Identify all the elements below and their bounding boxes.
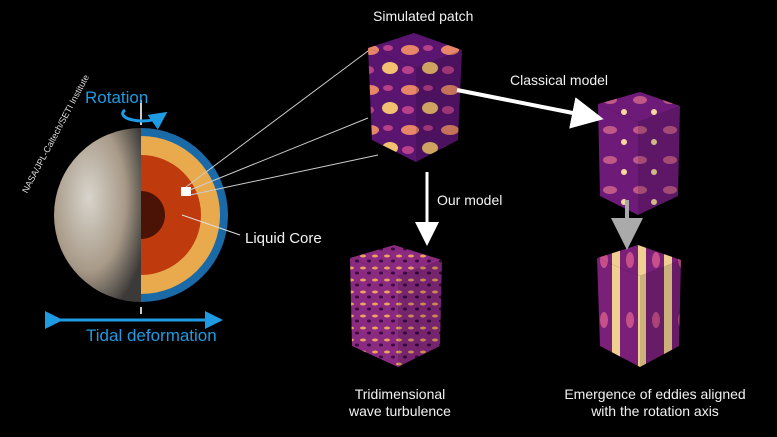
cube-our-model — [350, 245, 442, 367]
classical-model-arrow-icon — [456, 88, 604, 129]
europa-surface-half — [54, 128, 141, 302]
turbulence-caption-line2: wave turbulence — [349, 403, 451, 419]
turbulence-caption-line1: Tridimensional — [354, 386, 446, 402]
liquid-core-label: Liquid Core — [245, 230, 322, 247]
our-model-label: Our model — [437, 192, 503, 208]
classical-model-label: Classical model — [510, 72, 609, 88]
zoom-lines — [185, 47, 379, 196]
liquid-core-pointer — [181, 214, 241, 236]
rotation-label: Rotation — [85, 88, 149, 107]
rotation-arrow-icon — [121, 108, 168, 130]
cube-simulated-patch — [368, 33, 462, 162]
eddies-caption-line1: Emergence of eddies aligned — [564, 386, 746, 402]
eddies-caption-line2: with the rotation axis — [591, 403, 719, 419]
liquid-core-layer — [141, 155, 201, 275]
europa-planet — [54, 100, 228, 314]
patch-square — [181, 187, 191, 196]
tidal-deformation-label: Tidal deformation — [86, 326, 217, 345]
cube-classical-model — [598, 92, 680, 215]
inner-core — [141, 191, 165, 239]
simulated-patch-label: Simulated patch — [373, 8, 474, 24]
cube-eddies — [597, 245, 681, 367]
